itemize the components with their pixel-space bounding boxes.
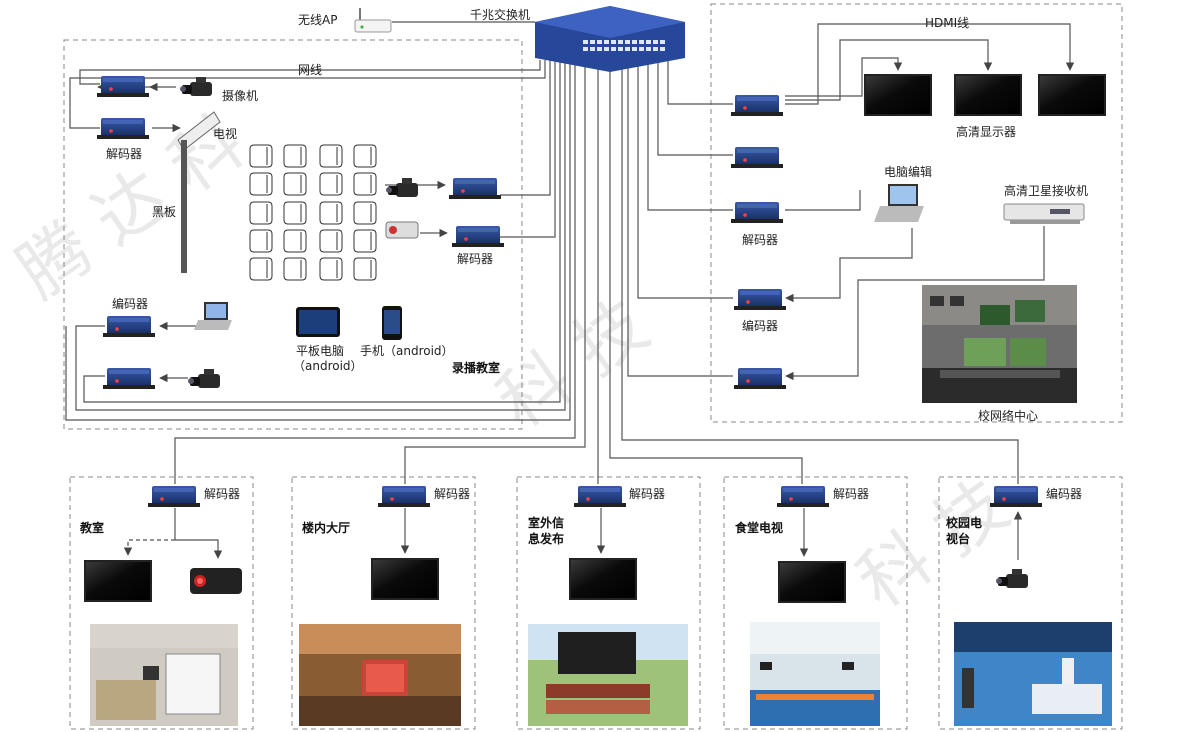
zone-1-monitor bbox=[84, 560, 152, 602]
recording-classroom-border bbox=[63, 39, 523, 430]
zone-4-name: 食堂电视 bbox=[734, 520, 783, 535]
zone-4-decoder-box bbox=[777, 486, 829, 507]
encoder-box-satellite bbox=[734, 368, 786, 389]
zone-5-name-line2: 视台 bbox=[946, 531, 970, 546]
zone-5-device-label: 编码器 bbox=[1046, 486, 1082, 501]
zone-3-name-line1: 室外信 bbox=[528, 515, 564, 530]
wireless-ap-label: 无线AP bbox=[298, 13, 337, 27]
laptop-icon bbox=[194, 302, 232, 330]
hdmi-links bbox=[785, 23, 1075, 381]
campus-net-center-label: 校网络中心 bbox=[978, 408, 1038, 423]
hd-display-1 bbox=[864, 74, 932, 116]
zone-3-monitor bbox=[569, 558, 637, 600]
switch-label: 千兆交换机 bbox=[470, 7, 530, 22]
laptop-icon bbox=[874, 184, 924, 222]
network-cables bbox=[65, 21, 1019, 484]
hd-display-3 bbox=[1038, 74, 1106, 116]
zone-1-photo bbox=[90, 624, 238, 726]
tablet-icon bbox=[296, 307, 340, 337]
decoder-label-projector: 解码器 bbox=[457, 252, 493, 266]
encoder-box-camera bbox=[97, 76, 149, 97]
network-cable-label: 网线 bbox=[298, 63, 322, 77]
zone-2-monitor bbox=[371, 558, 439, 600]
zone-3-name-line2: 息发布 bbox=[528, 531, 564, 546]
camera-label: 摄像机 bbox=[222, 88, 258, 103]
projector-icon bbox=[190, 568, 242, 594]
zone-border-1 bbox=[69, 476, 254, 730]
zone-1-device-label: 解码器 bbox=[204, 487, 240, 501]
encoder-label-center: 编码器 bbox=[742, 318, 778, 333]
blackboard-label: 黑板 bbox=[152, 205, 176, 219]
gigabit-switch-icon bbox=[535, 6, 685, 72]
zone-2-photo bbox=[299, 624, 461, 726]
hdmi-label: HDMI线 bbox=[925, 16, 969, 30]
zone-1-decoder-box bbox=[148, 486, 200, 507]
tablet-label-line2: （android） bbox=[293, 359, 363, 373]
zone-3-photo bbox=[528, 624, 688, 726]
zone-1-name: 教室 bbox=[79, 520, 104, 535]
zone-border-5 bbox=[938, 476, 1123, 730]
decoder-label-center: 解码器 bbox=[742, 233, 778, 247]
encoder-label-classroom: 编码器 bbox=[112, 296, 148, 311]
decoder-box-projector bbox=[452, 226, 504, 247]
zone-4-monitor bbox=[778, 561, 846, 603]
zone-5-photo bbox=[954, 622, 1112, 726]
zone-5-encoder-box bbox=[990, 486, 1042, 507]
phone-label: 手机（android） bbox=[360, 344, 454, 358]
zone-2-device-label: 解码器 bbox=[434, 487, 470, 501]
campus-net-center-photo bbox=[922, 285, 1077, 403]
zone-4-photo bbox=[750, 622, 880, 726]
zone-3-device-label: 解码器 bbox=[629, 487, 665, 501]
phone-icon bbox=[382, 306, 402, 340]
zone-2-name: 楼内大厅 bbox=[302, 520, 350, 535]
camcorder-icon bbox=[386, 178, 418, 197]
tv-label: 电视 bbox=[213, 126, 237, 141]
zone-border-4 bbox=[723, 476, 908, 730]
zone-4-device-label: 解码器 bbox=[833, 487, 869, 501]
encoder-box-camcorder-2 bbox=[103, 368, 155, 389]
tablet-label-line1: 平板电脑 bbox=[296, 344, 344, 358]
projector-icon bbox=[385, 221, 419, 239]
wireless-ap-icon bbox=[354, 8, 392, 33]
blackboard-icon bbox=[181, 140, 187, 273]
decoder-box-hdmi bbox=[731, 95, 783, 116]
zone-border-3 bbox=[516, 476, 701, 730]
student-seats bbox=[249, 144, 377, 281]
zone-2-decoder-box bbox=[378, 486, 430, 507]
camcorder-icon bbox=[180, 77, 212, 96]
encoder-box-pc bbox=[734, 289, 786, 310]
pc-edit-label: 电脑编辑 bbox=[884, 164, 932, 179]
campus-net-center-border bbox=[710, 3, 1123, 423]
satellite-receiver-label: 高清卫星接收机 bbox=[1004, 183, 1088, 198]
zone-3-decoder-box bbox=[574, 486, 626, 507]
decoder-label-classroom: 解码器 bbox=[106, 147, 142, 161]
zone-5-name-line1: 校园电 bbox=[946, 515, 982, 530]
decoder-box-tv bbox=[97, 118, 149, 139]
encoder-box-camcorder bbox=[449, 178, 501, 199]
hd-display-2 bbox=[954, 74, 1022, 116]
decoder-box-3 bbox=[731, 202, 783, 223]
decoder-box-2 bbox=[731, 147, 783, 168]
hd-display-label: 高清显示器 bbox=[956, 124, 1016, 139]
zone-border-2 bbox=[291, 476, 476, 730]
satellite-receiver-icon bbox=[1003, 203, 1085, 224]
encoder-box-laptop bbox=[103, 316, 155, 337]
camcorder-icon bbox=[188, 369, 220, 388]
camcorder-icon bbox=[996, 569, 1028, 588]
recording-classroom-label: 录播教室 bbox=[452, 360, 500, 375]
zone-borders bbox=[63, 3, 1123, 730]
zone-arrows bbox=[123, 508, 1023, 560]
